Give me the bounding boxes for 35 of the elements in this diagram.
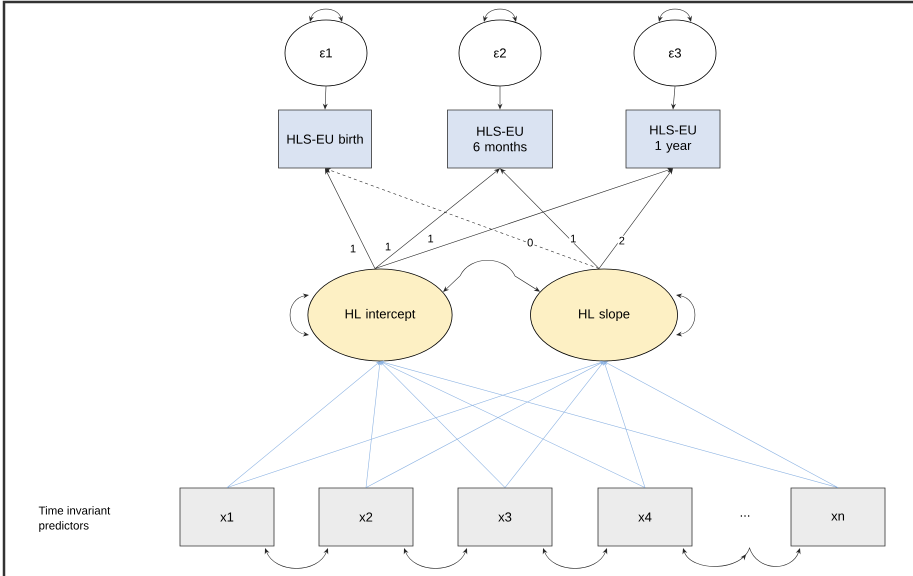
observed-box: HLS-EU birth (278, 110, 372, 168)
predictor-box: x4 (598, 488, 692, 546)
label-text: Time invariant predictors (38, 506, 110, 532)
edge-label: 1 (428, 234, 434, 242)
predictor-box: x2 (318, 488, 414, 546)
arrow (325, 168, 600, 269)
regression-line (380, 361, 646, 488)
edge-label: 0 (528, 238, 533, 246)
label-text: ... (740, 515, 750, 517)
circle-node: ε1 (284, 20, 368, 86)
variance-arrow (658, 8, 692, 22)
edge-label: 1 (350, 244, 356, 252)
circle-node: ε2 (458, 20, 542, 86)
variance-arrow (676, 294, 696, 336)
circle-node: ε3 (634, 20, 716, 86)
edge-label: 1 (570, 234, 576, 242)
observed-box: HLS-EU 6 months (447, 110, 553, 168)
arrow (374, 168, 673, 269)
variance-arrow (309, 8, 343, 22)
regression-line (226, 360, 604, 488)
observed-box: HLS-EU 1 year (626, 110, 720, 168)
regression-line (604, 361, 838, 488)
regression-line (366, 361, 604, 488)
covariance-arrow (404, 548, 468, 569)
covariance-arrow (682, 548, 800, 567)
predictor-box: xn (790, 488, 886, 546)
variance-arrow (483, 8, 517, 22)
predictor-box: x3 (458, 488, 552, 546)
covariance-arrow (542, 548, 608, 569)
edge-label: 2 (619, 236, 624, 244)
variance-arrow (290, 294, 309, 336)
covariance-arrow (264, 548, 328, 569)
regression-line (380, 360, 838, 488)
edge-label: 1 (386, 242, 391, 250)
predictor-box: x1 (180, 488, 274, 546)
